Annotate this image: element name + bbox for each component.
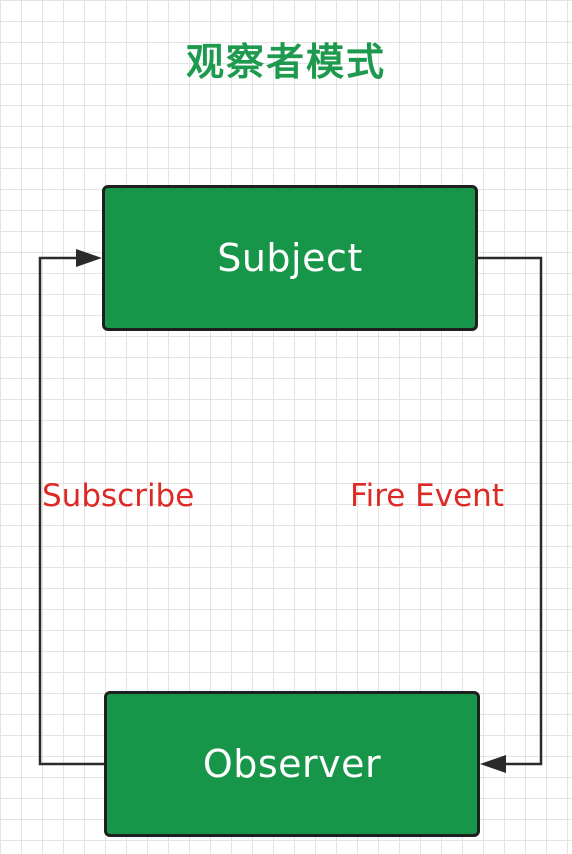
subscribe-label: Subscribe bbox=[42, 478, 195, 514]
subject-node: Subject bbox=[102, 185, 478, 331]
subscribe-connector bbox=[38, 256, 104, 766]
subject-label: Subject bbox=[217, 236, 363, 280]
fire-event-connector bbox=[478, 256, 543, 766]
fire-event-label: Fire Event bbox=[350, 478, 504, 514]
diagram-title: 观察者模式 bbox=[185, 40, 386, 84]
fire-event-arrowhead bbox=[480, 755, 506, 773]
subscribe-arrowhead bbox=[76, 249, 102, 267]
observer-node: Observer bbox=[104, 691, 480, 837]
observer-label: Observer bbox=[202, 742, 382, 786]
